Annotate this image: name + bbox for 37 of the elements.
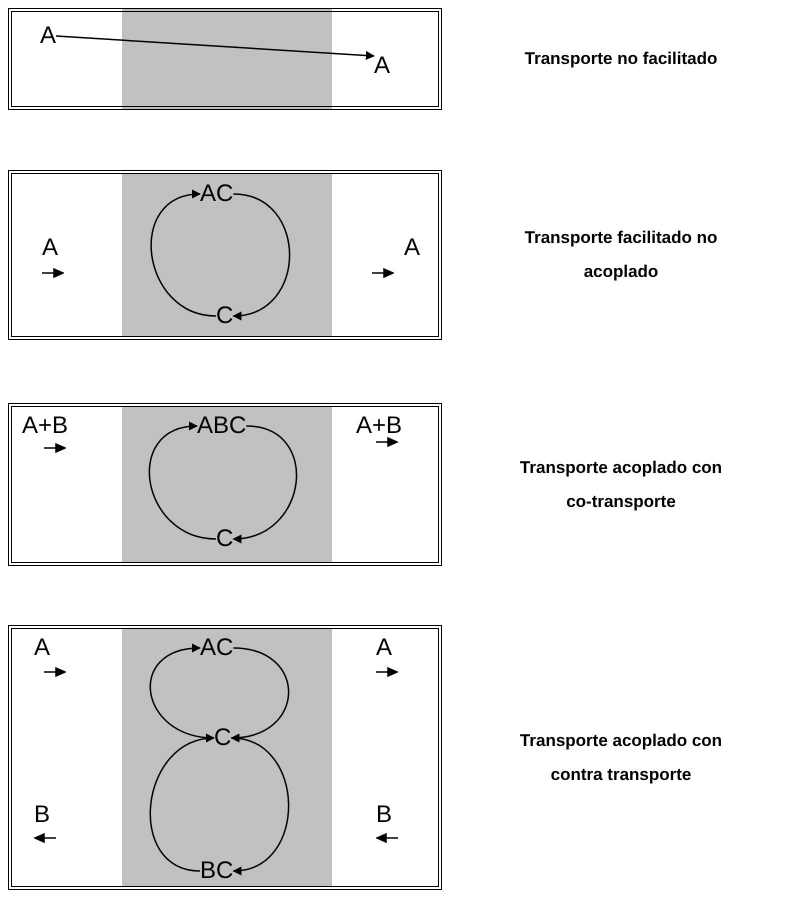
membrane-band — [122, 174, 332, 336]
molecule-label: C — [216, 525, 234, 553]
molecule-label: AC — [200, 180, 234, 208]
arrow — [230, 647, 290, 742]
transport-panel — [8, 8, 442, 110]
arrow — [148, 422, 216, 540]
molecule-label: A — [374, 52, 390, 80]
molecule-label: ABC — [197, 412, 246, 440]
molecule-label: B — [34, 801, 50, 829]
molecule-label: C — [214, 724, 232, 752]
panel-caption: Transporte acoplado con contra transporte — [518, 730, 724, 786]
arrow — [231, 737, 290, 874]
arrow — [232, 425, 297, 542]
molecule-label: A — [42, 234, 58, 262]
molecule-label: A+B — [356, 412, 402, 440]
molecule-label: A — [40, 22, 56, 50]
molecule-label: C — [216, 302, 234, 330]
panel-caption: Transporte facilitado no acoplado — [524, 227, 718, 283]
molecule-label: A — [376, 634, 392, 662]
arrow — [150, 644, 214, 739]
arrow — [150, 734, 215, 872]
molecule-label: A+B — [22, 412, 68, 440]
molecule-label: A — [404, 234, 420, 262]
membrane-band — [122, 407, 332, 562]
panel-caption: Transporte no facilitado — [524, 48, 718, 70]
transport-panel — [8, 170, 442, 340]
transport-panel — [8, 403, 442, 566]
panel-caption: Transporte acoplado con co-transporte — [518, 456, 724, 512]
transport-panel — [8, 625, 442, 890]
molecule-label: BC — [200, 857, 234, 885]
arrow — [150, 190, 216, 317]
molecule-label: AC — [200, 634, 234, 662]
molecule-label: B — [376, 801, 392, 829]
molecule-label: A — [34, 634, 50, 662]
arrow — [232, 193, 290, 320]
membrane-band — [122, 629, 332, 886]
arrow — [56, 35, 375, 60]
